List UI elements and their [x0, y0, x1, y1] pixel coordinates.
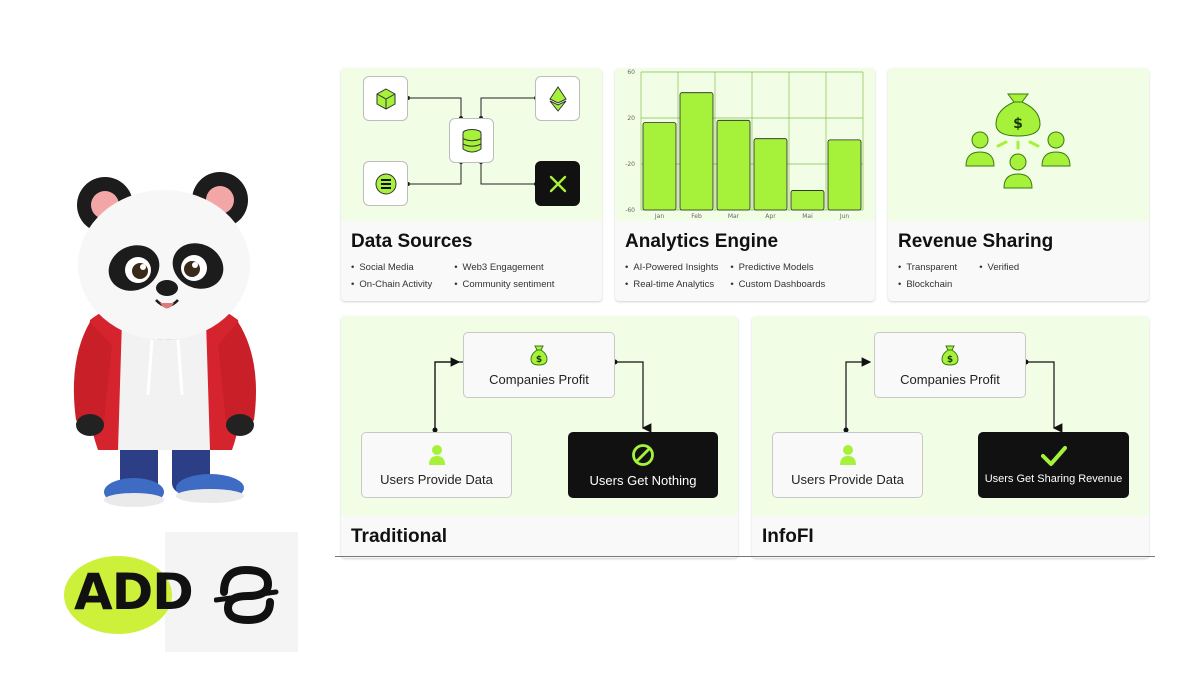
bullet-item: Blockchain	[898, 279, 957, 290]
database-node	[449, 118, 494, 163]
revenue-sharing-title: Revenue Sharing	[898, 231, 1054, 252]
users-provide-data-box: Users Provide Data	[772, 432, 923, 498]
prohibited-icon	[632, 443, 654, 466]
chart-bar	[827, 139, 862, 211]
chart-x-tick-label: Jun	[839, 213, 850, 220]
bullet-item: Verified	[979, 262, 1020, 273]
cube-icon	[376, 87, 395, 110]
logo-accent-blob	[64, 556, 172, 634]
bullet-item: Web3 Engagement	[454, 262, 554, 273]
chart-x-tick-label: Apr	[765, 213, 776, 220]
bullet-item: On-Chain Activity	[351, 279, 432, 290]
chart-x-tick-label: Jan	[654, 213, 664, 220]
users-get-nothing-box: Users Get Nothing	[568, 432, 718, 498]
database-icon	[462, 128, 481, 152]
solana-icon	[375, 173, 396, 194]
bullet-item: Transparent	[898, 262, 957, 273]
x-logo-icon	[549, 175, 566, 192]
traditional-flow-card: $ Companies Profit Users Provide Data Us…	[341, 316, 738, 558]
data-sources-card: Data Sources Social Media Web3 Engagemen…	[341, 68, 602, 301]
svg-text:$: $	[947, 355, 953, 365]
bullet-item: Social Media	[351, 262, 432, 273]
chart-bar	[642, 122, 677, 211]
money-bag-icon: $	[941, 345, 959, 366]
infofi-flow-card: $ Companies Profit Users Provide Data Us…	[752, 316, 1149, 558]
data-sources-bullets: Social Media Web3 Engagement On-Chain Ac…	[351, 262, 554, 290]
companies-profit-label: Companies Profit	[900, 371, 1000, 387]
companies-profit-box: $ Companies Profit	[874, 332, 1026, 398]
users-get-nothing-label: Users Get Nothing	[589, 472, 697, 488]
chart-x-tick-label: Mai	[802, 213, 813, 220]
bullet-item: Community sentiment	[454, 279, 555, 290]
money-bag-distribution-icon: $	[965, 93, 1071, 189]
data-sources-diagram	[341, 68, 602, 221]
data-sources-title: Data Sources	[351, 231, 473, 252]
companies-profit-box: $ Companies Profit	[463, 332, 615, 398]
chart-y-tick-label: -60	[625, 207, 635, 214]
users-provide-data-box: Users Provide Data	[361, 432, 512, 498]
users-get-sharing-revenue-label: Users Get Sharing Revenue	[984, 473, 1123, 485]
bullet-item: Custom Dashboards	[730, 279, 826, 290]
chart-x-tick-label: Feb	[691, 213, 702, 220]
chart-x-tick-label: Mar	[728, 213, 740, 220]
svg-text:$: $	[536, 355, 542, 365]
chart-bar	[753, 138, 788, 211]
x-node	[535, 161, 580, 206]
panda-mascot-illustration	[73, 172, 256, 507]
ethereum-node	[535, 76, 580, 121]
user-icon	[839, 444, 856, 465]
revenue-sharing-card: $ Revenue Sharing Transparent Verified B…	[888, 68, 1149, 301]
analytics-engine-title: Analytics Engine	[625, 231, 779, 252]
ethereum-icon	[548, 85, 567, 112]
money-bag-icon: $	[530, 345, 548, 366]
traditional-title: Traditional	[351, 526, 448, 547]
revenue-sharing-bullets: Transparent Verified Blockchain	[898, 262, 1019, 290]
chart-y-tick-label: 20	[627, 115, 635, 122]
solana-node	[363, 161, 408, 206]
users-provide-data-label: Users Provide Data	[791, 471, 904, 487]
chart-bar	[790, 190, 825, 211]
bullet-item: Predictive Models	[730, 262, 825, 273]
traditional-flow-arrows	[432, 357, 652, 433]
svg-text:$: $	[1013, 116, 1023, 132]
checkmark-icon	[1040, 446, 1067, 466]
user-icon	[428, 444, 445, 465]
chart-y-tick-label: 60	[627, 69, 635, 76]
logo-wordmark: ADD	[74, 563, 194, 621]
companies-profit-label: Companies Profit	[489, 371, 589, 387]
chart-y-tick-label: -20	[625, 161, 635, 168]
bullet-item: Real-time Analytics	[625, 279, 718, 290]
chart-bar	[679, 92, 714, 211]
users-provide-data-label: Users Provide Data	[380, 471, 493, 487]
infofi-flow-diagram: $ Companies Profit Users Provide Data Us…	[752, 316, 1149, 516]
revenue-sharing-illustration-area: $	[888, 68, 1149, 221]
chart-bar	[716, 119, 751, 211]
users-get-sharing-revenue-box: Users Get Sharing Revenue	[978, 432, 1129, 498]
bullet-item: AI-Powered Insights	[625, 262, 718, 273]
logo-knot-icon	[214, 565, 279, 625]
cube-node	[363, 76, 408, 121]
analytics-engine-bullets: AI-Powered Insights Predictive Models Re…	[625, 262, 825, 290]
infofi-title: InfoFI	[762, 526, 814, 547]
traditional-flow-diagram: $ Companies Profit Users Provide Data Us…	[341, 316, 738, 516]
infofi-flow-arrows	[843, 357, 1063, 433]
bottom-divider	[335, 556, 1155, 557]
